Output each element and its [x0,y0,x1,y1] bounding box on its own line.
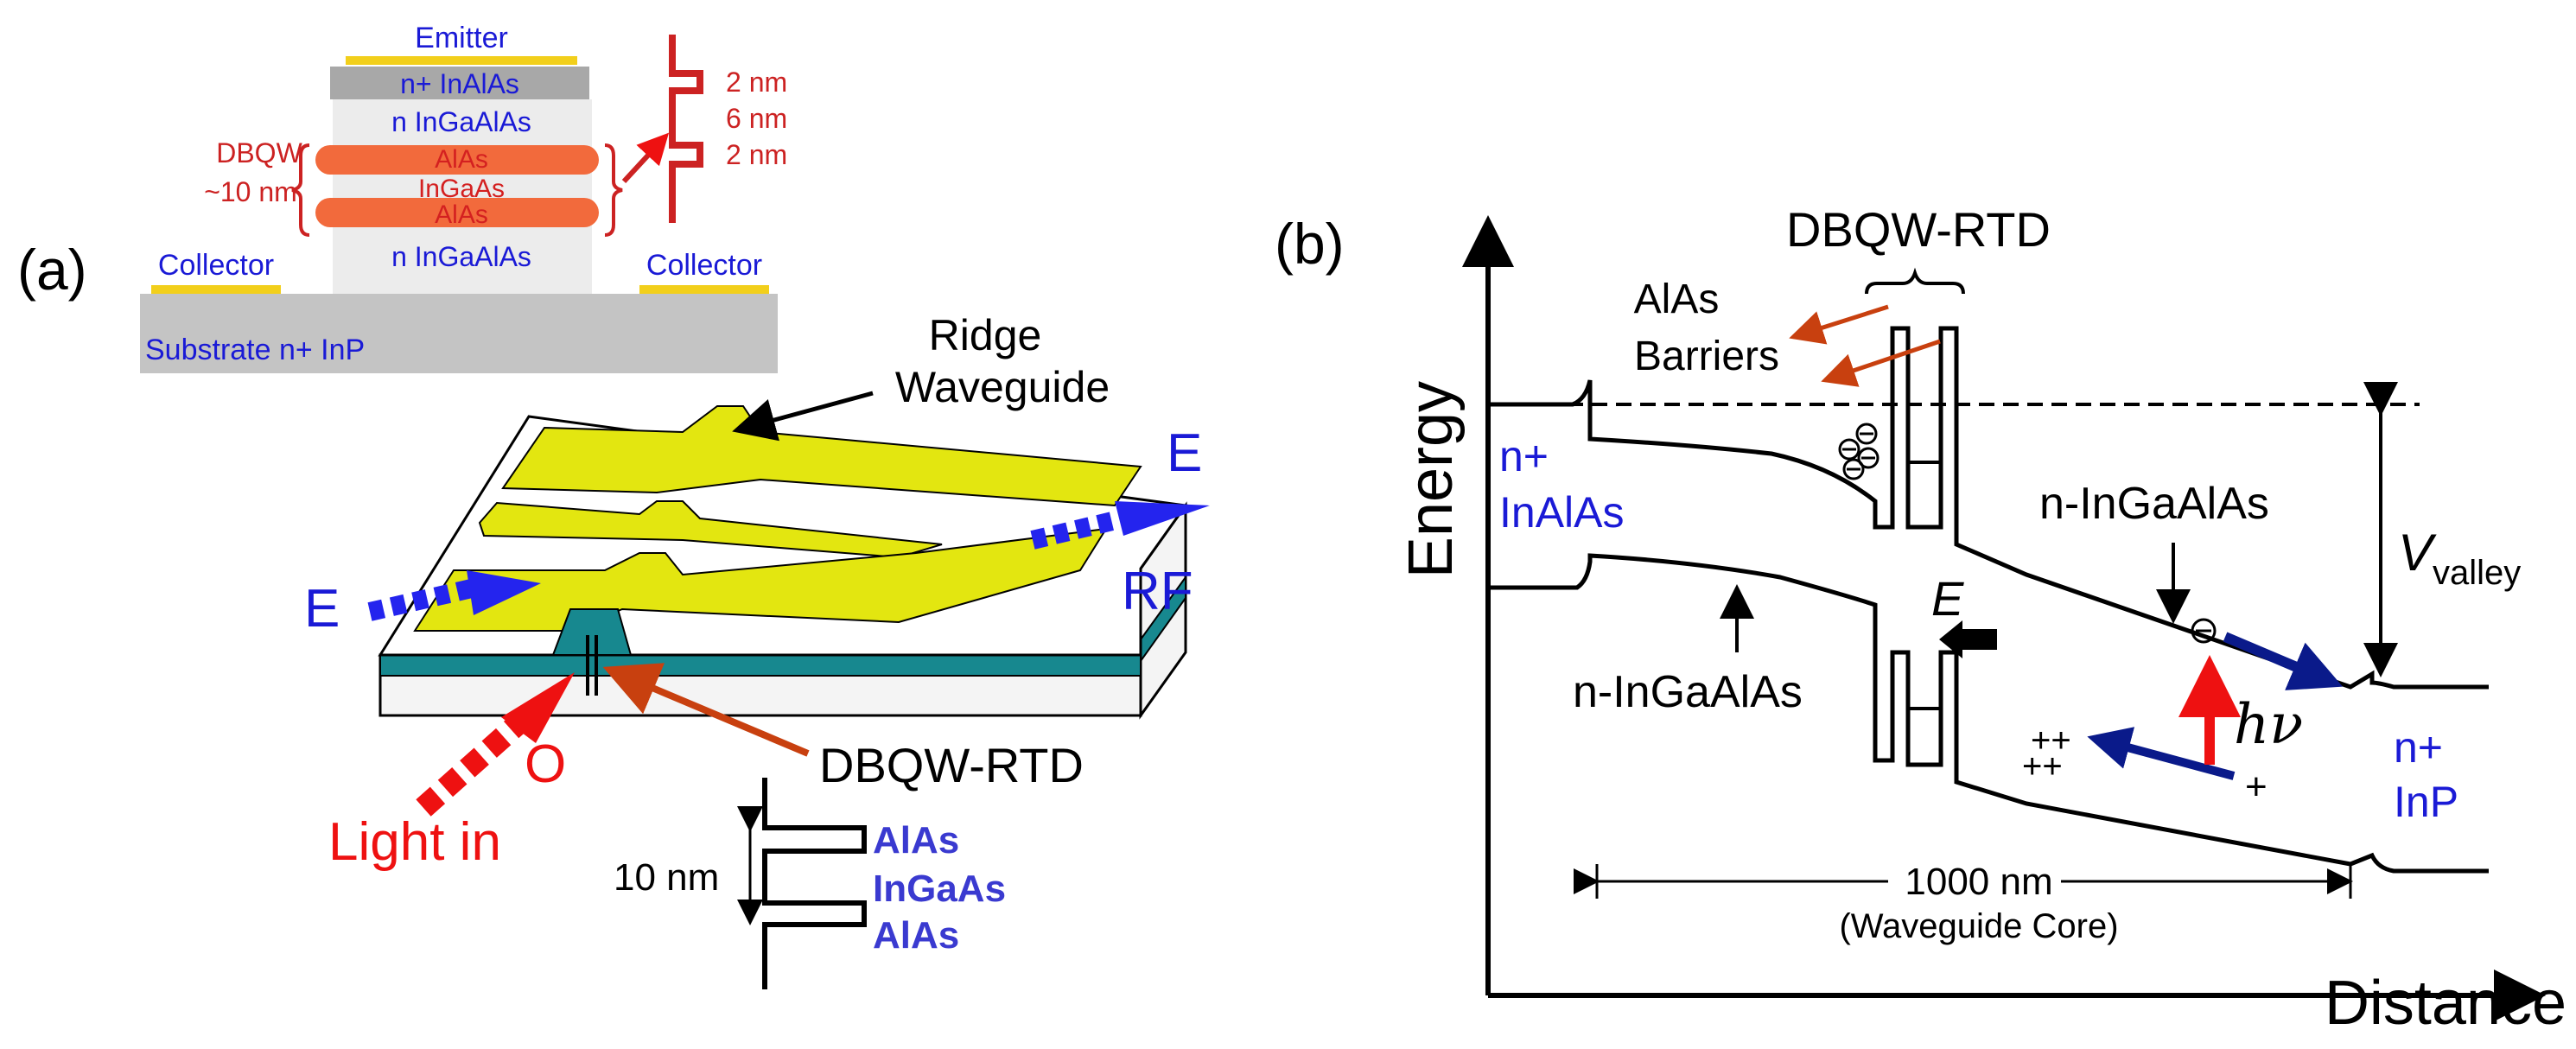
barriers-label: Barriers [1634,334,1779,379]
barrier-top-layer [315,145,599,175]
v-symbol: V [2398,524,2437,582]
thickness-2-label: 6 nm [726,103,787,134]
inset-ingaas-label: InGaAs [873,868,1006,910]
light-in-arrow [416,672,575,817]
layer-stack: Emitter n+ InAlAs n InGaAlAs AlAs InGaAs… [140,22,787,373]
mid-region-lower-label: n-InGaAlAs [1573,667,1803,717]
accumulated-electrons [1838,423,1880,480]
inset-alas-top-label: AlAs [873,819,959,861]
hole-symbol: + [2245,766,2268,808]
collector-left-contact [151,285,281,294]
teal-layer-front [379,654,1142,677]
thickness-1-label: 2 nm [726,67,787,98]
electron-drift-arrow [2223,632,2344,690]
rtd-label-b: DBQW-RTD [1786,202,2051,257]
right-region-line2: InP [2394,778,2458,826]
device-body [333,99,592,294]
device-3d [378,405,1188,720]
n-ingaalas-bottom-label: n InGaAlAs [391,241,531,272]
rf-label: RF [1122,562,1193,621]
n-ingaalas-top-label: n InGaAlAs [391,106,531,137]
dbqw-zoom-arrow [621,132,670,184]
collector-right-label: Collector [646,249,762,282]
photon-label: hν [2234,693,2303,757]
n-plus-inalas-layer [330,67,589,99]
alas-label: AlAs [1634,277,1720,322]
inset-alas-bottom-label: AlAs [873,914,959,957]
hole-cluster: ++ [2031,722,2071,760]
ridge [551,608,633,656]
v-valley-label: Vvalley [2398,524,2521,592]
hole-cluster-2: ++ [2022,747,2063,785]
field-arrow [1939,620,1997,658]
collector-left-label: Collector [158,249,274,282]
barrier-bottom-layer [315,198,599,227]
conduction-band [1488,326,2489,690]
x-axis-label: Distance [2325,969,2566,1038]
waveguide-label: Waveguide [895,363,1110,411]
width-label-bg [1888,855,2061,903]
emitter-contact [346,56,577,65]
middle-electrode [478,500,943,559]
mid-region-upper-label: n-InGaAlAs [2039,479,2269,529]
barrier-top-label: AlAs [435,145,488,174]
emitter-label: Emitter [415,22,508,54]
rtd-pointer [602,663,810,757]
y-axis-label: Energy [1396,381,1466,578]
bottom-electrode [413,527,1108,632]
valence-band [1488,553,2489,874]
optical-label: O [525,734,566,794]
inset-barrier-profile [762,778,867,989]
v-subscript: valley [2433,554,2521,592]
e-field-in-arrow [367,570,541,621]
electron-symbol [2191,618,2217,644]
left-region-line1: n+ [1499,432,1549,480]
width-value-label: 1000 nm [1905,861,2052,903]
panel-a-label: (a) [17,238,87,302]
inset-thickness-label: 10 nm [614,856,719,899]
barrier-bottom-label: AlAs [435,200,488,229]
dbqw-label: DBQW [216,137,302,168]
hole-drift-arrow [2087,727,2236,780]
panel-b-label: (b) [1275,212,1345,276]
rtd-label-a: DBQW-RTD [819,738,1084,792]
right-region-line1: n+ [2394,723,2443,772]
substrate-layer [140,294,778,373]
width-note-label: (Waveguide Core) [1839,907,2118,945]
rtd-brace [1865,267,1965,295]
substrate-label: Substrate n+ InP [145,334,365,366]
ridge-label: Ridge [929,311,1042,359]
dbqw-brace-right [604,143,623,237]
e-field-out-label: E [1167,423,1202,483]
field-label: E [1931,571,1964,626]
ridge-pointer [732,391,874,442]
n-plus-inalas-label: n+ InAlAs [400,68,519,99]
barrier-pointer-2 [1821,339,1941,387]
dbqw-size-label: ~10 nm [204,176,297,207]
e-field-out-arrow [1030,501,1210,550]
thickness-3-label: 2 nm [726,139,787,170]
barrier-pointer-1 [1789,304,1889,345]
left-region-line2: InAlAs [1499,488,1625,537]
light-in-label: Light in [328,812,501,872]
barrier-profile [669,35,703,223]
collector-right-contact [639,285,769,294]
e-field-in-label: E [304,579,340,639]
dbqw-brace [291,143,310,237]
